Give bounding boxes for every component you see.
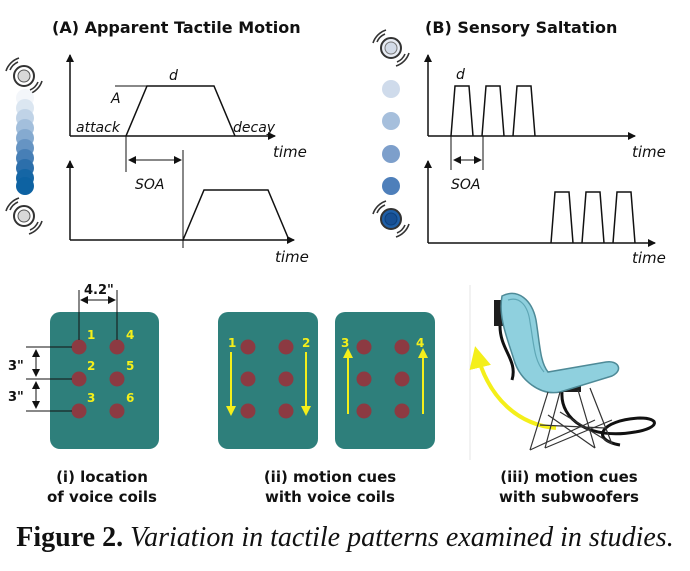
panel-a-title: (A) Apparent Tactile Motion — [52, 18, 301, 37]
voice-coil-dots-ii-a — [240, 339, 294, 419]
cue-number-4: 4 — [416, 336, 424, 350]
curved-motion-arrow — [469, 346, 557, 430]
chair-illustration — [494, 292, 656, 451]
axis-time-b-bottom: time — [632, 249, 666, 267]
caption-ii-line1: (ii) motion cues — [264, 468, 396, 486]
label-decay: decay — [233, 120, 276, 136]
panel-a-soa-marker — [125, 136, 184, 248]
label-soa-b: SOA — [451, 177, 480, 193]
figure-label: Figure 2. — [16, 522, 124, 553]
caption-iii-line2: with subwoofers — [499, 488, 639, 506]
panel-a-top-envelope — [125, 85, 236, 137]
cue-number-1: 1 — [228, 336, 236, 350]
vertical-dimension — [26, 346, 72, 412]
label-vertical-dim-1: 3" — [8, 359, 24, 374]
label-attack: attack — [76, 120, 121, 136]
vibration-speaker-icon-b-bottom — [372, 200, 410, 238]
panel-b-top-pulses — [450, 85, 536, 137]
upward-cue-arrows — [343, 348, 428, 414]
caption-i-line1: (i) location — [56, 468, 148, 486]
panel-a-top-axes — [66, 54, 276, 140]
motion-gradient-column — [16, 89, 34, 195]
cue-number-2: 2 — [302, 336, 310, 350]
panel-b-bottom-pulses — [550, 191, 636, 244]
coil-number-labels: 1 2 3 4 5 6 — [87, 328, 134, 405]
svg-text:1: 1 — [87, 328, 95, 342]
axis-time-a-top: time — [273, 143, 307, 161]
svg-text:6: 6 — [126, 391, 134, 405]
svg-text:4: 4 — [126, 328, 134, 342]
saltation-dot-1 — [382, 80, 400, 98]
label-duration-b: d — [456, 67, 465, 83]
voice-coil-pad-i — [50, 312, 159, 449]
vibration-speaker-icon-bottom — [5, 197, 43, 235]
svg-text:2: 2 — [87, 359, 95, 373]
panel-a-bottom-axes — [66, 160, 295, 244]
vibration-speaker-icon-top — [5, 57, 43, 95]
saltation-dot-4 — [382, 177, 400, 195]
label-amplitude: A — [110, 91, 121, 107]
panel-b-title: (B) Sensory Saltation — [425, 18, 617, 37]
downward-cue-arrows — [226, 352, 311, 416]
axis-time-b-top: time — [632, 143, 666, 161]
saltation-dot-2 — [382, 112, 400, 130]
width-dimension — [78, 290, 118, 340]
saltation-dot-3 — [382, 145, 400, 163]
voice-coil-dots-ii-b — [356, 339, 410, 419]
label-soa-a: SOA — [135, 177, 164, 193]
figure-caption-text: Variation in tactile patterns examined i… — [130, 522, 674, 553]
panel-b-bottom-axes — [424, 160, 656, 247]
vibration-speaker-icon-b-top — [372, 29, 410, 67]
voice-coil-dots-i — [71, 339, 125, 419]
voice-coil-pad-ii-a — [218, 312, 318, 449]
cue-number-3: 3 — [341, 336, 349, 350]
panel-a-bottom-envelope — [182, 189, 290, 241]
svg-text:3: 3 — [87, 391, 95, 405]
panel-b-top-axes — [424, 54, 636, 140]
svg-text:5: 5 — [126, 359, 134, 373]
label-width-dimension: 4.2" — [84, 283, 114, 298]
caption-i-line2: of voice coils — [47, 488, 157, 506]
voice-coil-pad-ii-b — [335, 312, 435, 449]
label-vertical-dim-2: 3" — [8, 390, 24, 405]
label-duration-a: d — [169, 68, 178, 84]
figure-caption: Figure 2. Variation in tactile patterns … — [0, 522, 690, 554]
panel-b-soa-marker — [450, 136, 484, 170]
axis-time-a-bottom: time — [275, 248, 309, 266]
caption-ii-line2: with voice coils — [265, 488, 395, 506]
caption-iii-line1: (iii) motion cues — [500, 468, 638, 486]
